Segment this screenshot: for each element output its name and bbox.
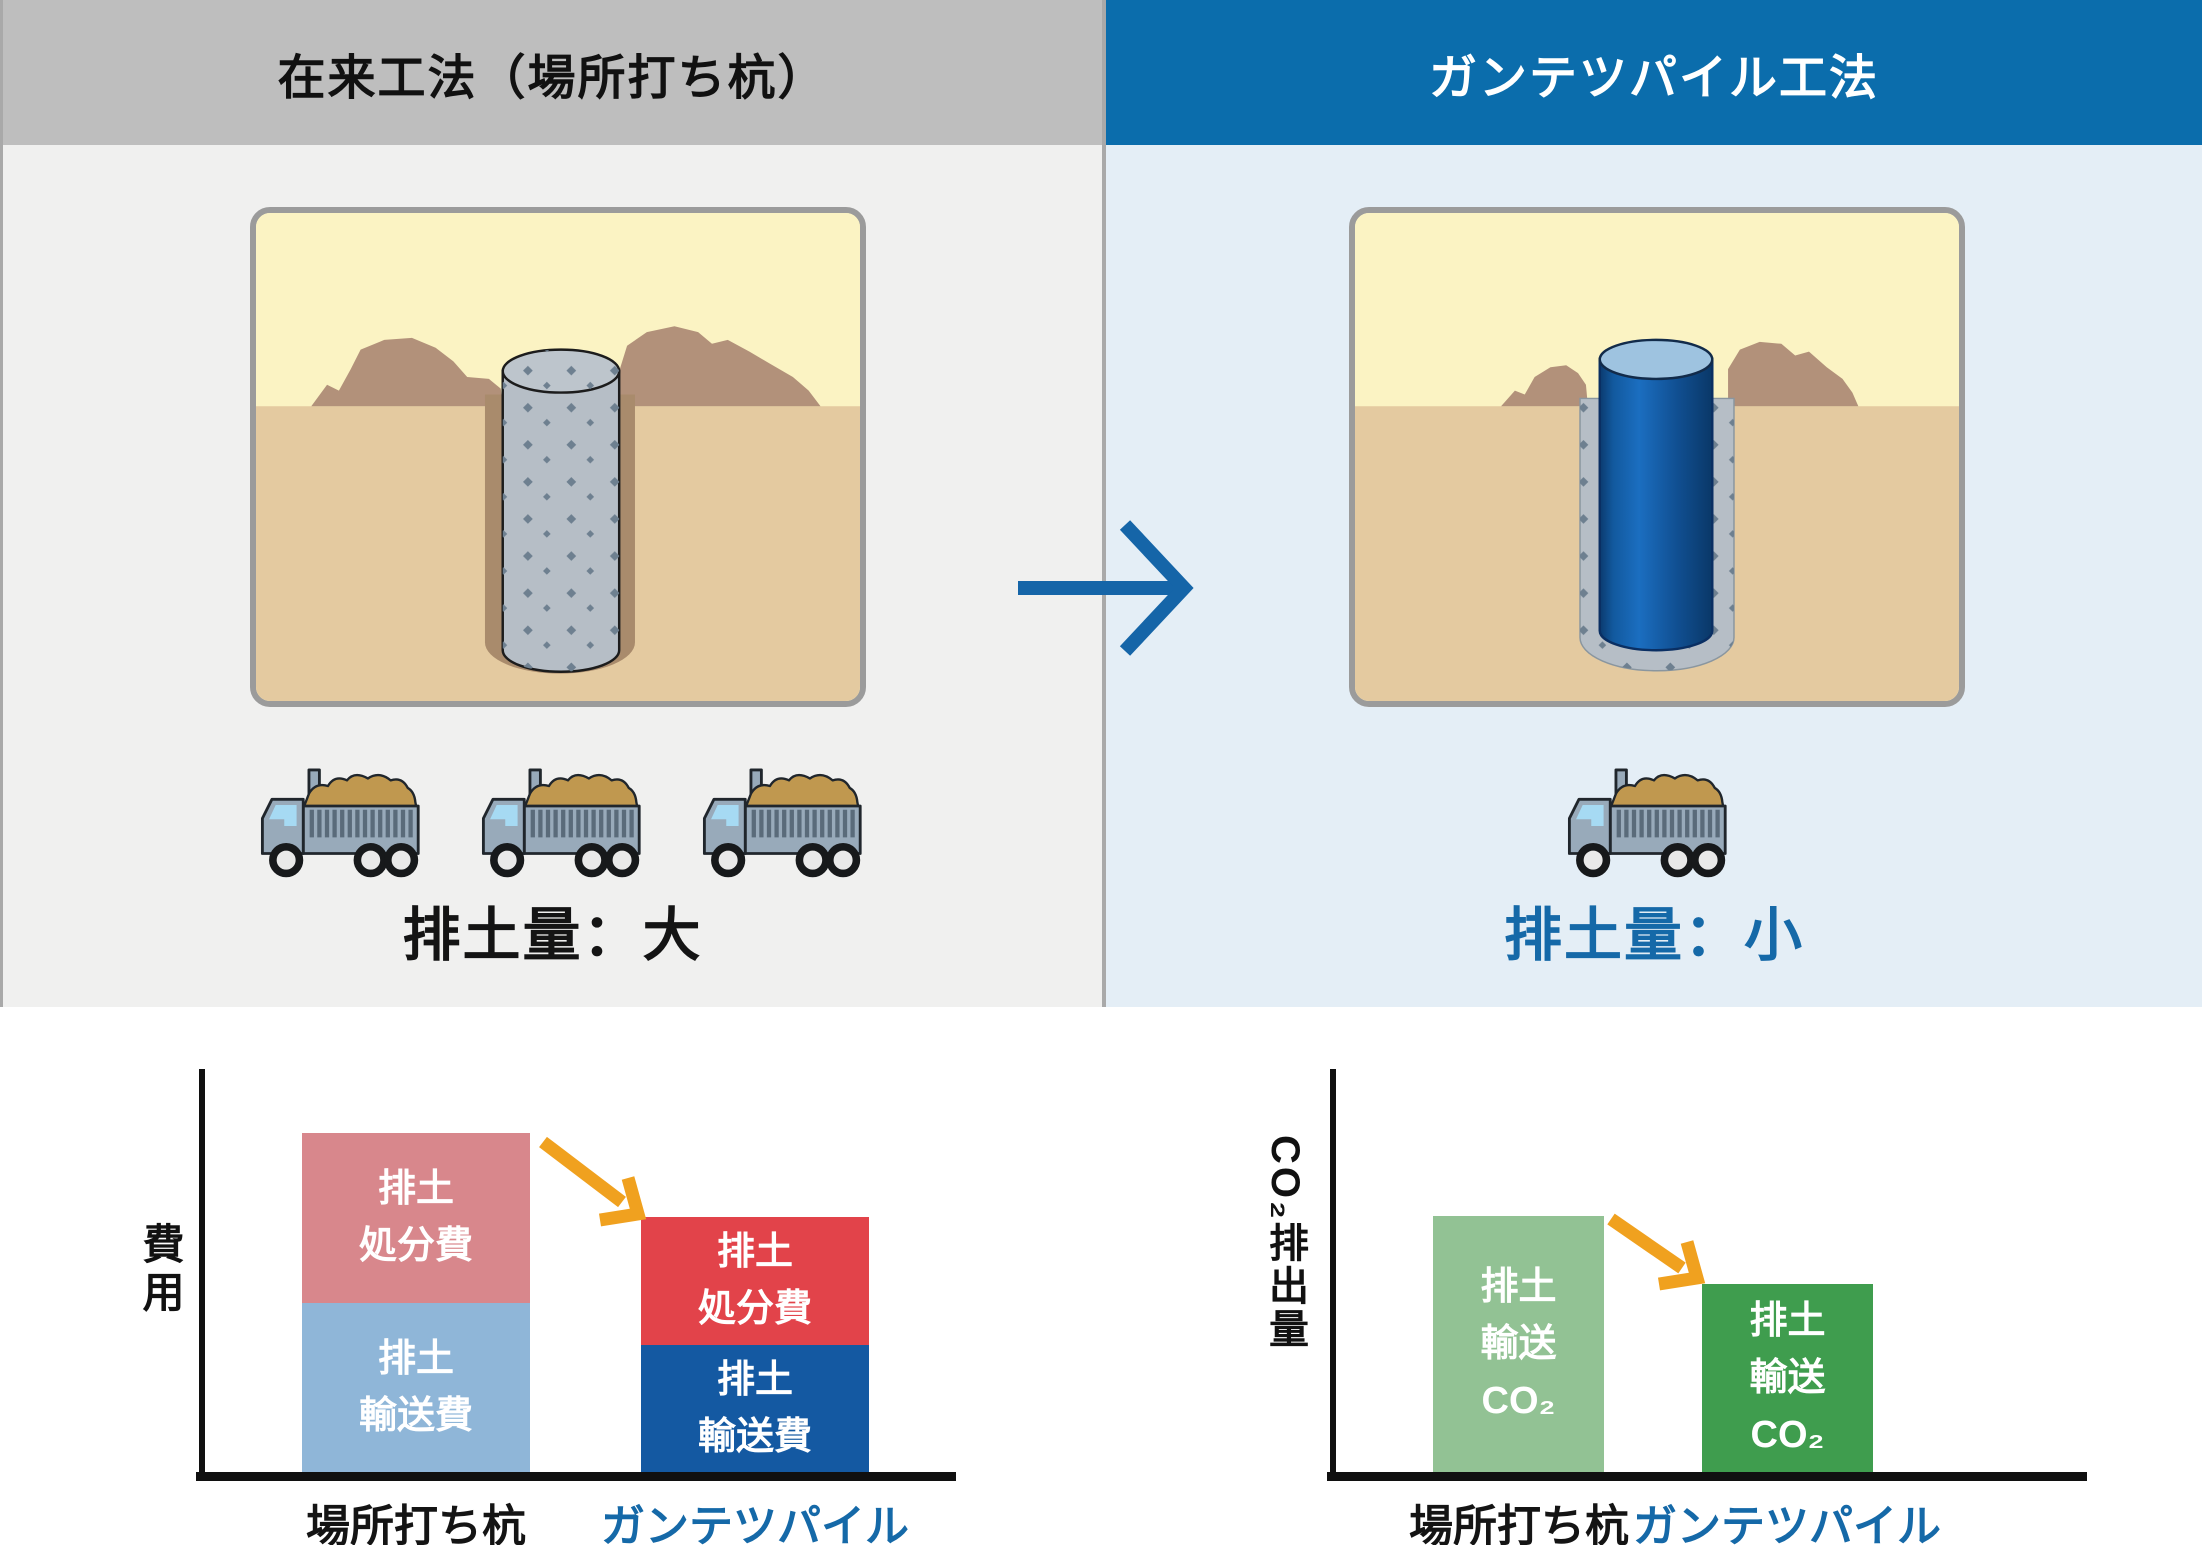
- soil-mound-right: [1728, 341, 1859, 407]
- dump-truck-icon: [1558, 762, 1748, 888]
- transition-arrow-icon: [1018, 520, 1194, 656]
- cost-category-after: ガンテツパイル: [601, 1502, 909, 1545]
- co2-bar-after: 排土 輸送 CO₂: [1702, 1284, 1873, 1472]
- panel-divider: [1102, 0, 1106, 1004]
- co2-category-after: ガンテツパイル: [1633, 1502, 1941, 1545]
- cost-bar-before-transport-segment: 排土 輸送費: [302, 1303, 530, 1472]
- soil-mound-left: [1501, 365, 1588, 407]
- conventional-method-header: 在来工法（場所打ち杭）: [3, 0, 1102, 145]
- concrete-speckles: [502, 371, 620, 672]
- soil-mound-right: [619, 326, 821, 407]
- soil-discharge-caption-large: 排土量：大: [402, 903, 703, 968]
- cost-bar-after-disposal-segment: 排土 処分費: [641, 1217, 869, 1345]
- cast-in-place-pile-illustration-svg: [256, 213, 860, 701]
- truck-row-gantetsu: [1558, 762, 1748, 888]
- cost-y-axis-label: 費用: [137, 1222, 184, 1318]
- cost-bar-before-disposal-segment: 排土 処分費: [302, 1133, 530, 1303]
- panel-gantetsu-method: ガンテツパイル工法 排土量：小: [1106, 0, 2202, 1007]
- steel-pile-top: [1598, 338, 1714, 381]
- co2-decrease-arrow-icon: [1607, 1213, 1706, 1291]
- concrete-top-speckles: [502, 349, 620, 393]
- co2-bar-before: 排土 輸送 CO₂: [1433, 1216, 1604, 1472]
- method-comparison-section: 在来工法（場所打ち杭） 排土量：大: [0, 0, 2202, 1007]
- cost-x-axis: [196, 1472, 956, 1481]
- cost-decrease-arrow-icon: [539, 1136, 647, 1227]
- soil-mound-left: [311, 337, 503, 407]
- co2-y-axis: [1330, 1069, 1336, 1472]
- gantetsu-method-header: ガンテツパイル工法: [1106, 0, 2202, 145]
- co2-category-before: 場所打ち杭: [1409, 1502, 1629, 1545]
- steel-pile-illustration-svg: [1355, 213, 1959, 701]
- steel-pile-body: [1598, 358, 1714, 652]
- co2-y-axis-label: CO₂排出量: [1263, 1135, 1307, 1351]
- cost-y-axis: [199, 1069, 205, 1472]
- soil-discharge-caption-small: 排土量：小: [1503, 903, 1804, 968]
- cost-bar-after-transport-segment: 排土 輸送費: [641, 1345, 869, 1472]
- conventional-site-illustration: [250, 207, 866, 707]
- dump-truck-icon: [251, 762, 441, 888]
- panel-conventional-method: 在来工法（場所打ち杭） 排土量：大: [3, 0, 1102, 1007]
- dump-truck-icon: [693, 762, 883, 888]
- cost-category-before: 場所打ち杭: [306, 1502, 526, 1545]
- co2-x-axis: [1327, 1472, 2087, 1481]
- dump-truck-icon: [472, 762, 662, 888]
- gantetsu-site-illustration: [1349, 207, 1965, 707]
- truck-row-conventional: [251, 762, 883, 888]
